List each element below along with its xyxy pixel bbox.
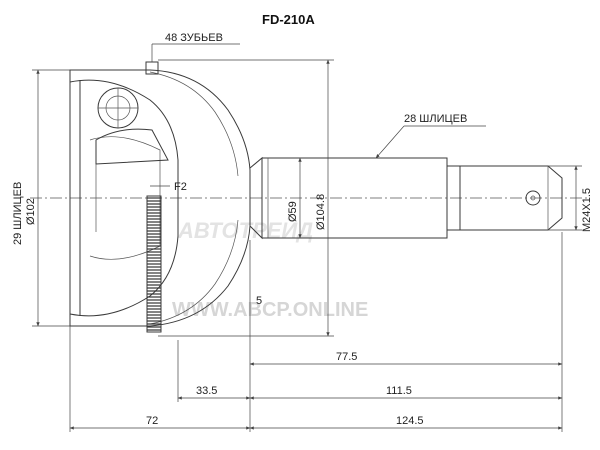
page-title: FD-210A bbox=[262, 12, 315, 27]
dia-shaft-label: Ø59 bbox=[287, 201, 299, 222]
thread-label: M24X1.5 bbox=[581, 188, 593, 232]
outer-splines-label: 28 ШЛИЦЕВ bbox=[404, 113, 467, 125]
small-5-label: 5 bbox=[256, 295, 262, 307]
dia-flange-label: Ø104.8 bbox=[315, 194, 327, 230]
f2-label: F2 bbox=[174, 181, 187, 193]
teeth-label: 48 ЗУБЬЕВ bbox=[165, 32, 223, 44]
dia-outer-label: Ø102 bbox=[25, 198, 37, 225]
inner-splines-label: 29 ШЛИЦЕВ bbox=[12, 182, 24, 245]
dim-111-5: 111.5 bbox=[386, 385, 412, 397]
dim-124-5: 124.5 bbox=[396, 415, 424, 427]
abs-ring bbox=[146, 195, 162, 333]
watermark-brand: АВТОТРЕЙД bbox=[177, 217, 313, 243]
dim-72: 72 bbox=[146, 415, 158, 427]
ball-cage bbox=[95, 87, 169, 232]
dim-33-5: 33.5 bbox=[196, 385, 217, 397]
dim-77-5: 77.5 bbox=[336, 351, 357, 363]
stem-shaft bbox=[249, 156, 563, 240]
watermark-site: WWW.ABCP.ONLINE bbox=[172, 299, 368, 321]
